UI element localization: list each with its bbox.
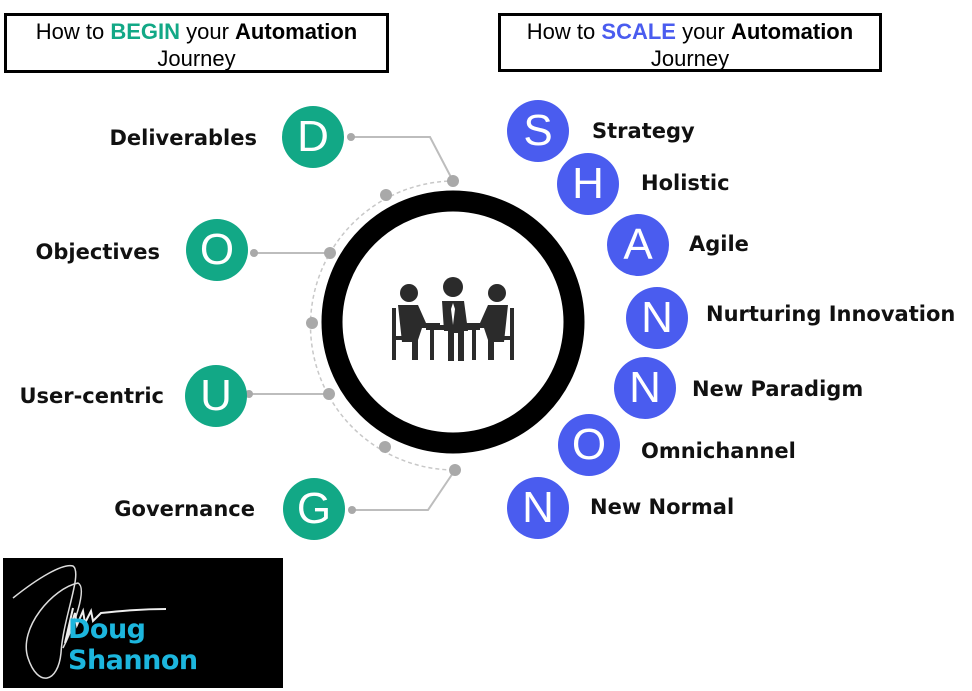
badge-o: O: [186, 219, 248, 281]
dot: [447, 175, 459, 187]
label-nurturing-innovation: Nurturing Innovation: [706, 302, 956, 326]
doug-shannon-logo: Doug Shannon: [3, 558, 283, 688]
label-strategy: Strategy: [592, 119, 695, 143]
badge-s: S: [507, 100, 569, 162]
label-new-paradigm: New Paradigm: [692, 377, 864, 401]
scale-highlight: SCALE: [601, 19, 676, 44]
badge-n2: N: [614, 357, 676, 419]
header-bold: Automation: [730, 19, 854, 44]
begin-highlight: BEGIN: [110, 19, 181, 44]
header-bold: Automation: [235, 19, 358, 44]
badge-h: H: [557, 153, 619, 215]
badge-u: U: [185, 365, 247, 427]
header-text: your: [675, 19, 731, 44]
badge-n1: N: [626, 287, 688, 349]
dot: [379, 441, 391, 453]
connector-d: [351, 136, 454, 182]
dot: [306, 317, 318, 329]
badge-n3: N: [507, 477, 569, 539]
label-omnichannel: Omnichannel: [641, 439, 796, 463]
header-text: Journey: [157, 46, 236, 71]
dot: [449, 464, 461, 476]
badge-d: D: [282, 106, 344, 168]
logo-name: Doug Shannon: [68, 614, 198, 676]
dot: [347, 133, 355, 141]
label-new-normal: New Normal: [590, 495, 735, 519]
header-text: How to: [526, 19, 602, 44]
label-governance: Governance: [114, 497, 255, 521]
badge-o2: O: [558, 414, 620, 476]
dot: [323, 388, 335, 400]
badge-g: G: [283, 478, 345, 540]
header-text: Journey: [650, 46, 730, 71]
dot: [250, 249, 258, 257]
header-text: How to: [35, 19, 111, 44]
signature-icon: [12, 564, 167, 679]
dot: [245, 390, 253, 398]
label-agile: Agile: [689, 232, 749, 256]
badge-a: A: [607, 214, 669, 276]
label-holistic: Holistic: [641, 171, 730, 195]
scale-header: How to SCALE your Automation Journey: [498, 13, 882, 72]
header-text: your: [180, 19, 236, 44]
connector-g: [352, 469, 456, 511]
meeting-people-icon: [392, 277, 514, 361]
label-objectives: Objectives: [35, 240, 160, 264]
dot: [324, 247, 336, 259]
begin-header: How to BEGIN your Automation Journey: [4, 13, 389, 73]
dot: [380, 189, 392, 201]
label-user-centric: User-centric: [19, 384, 164, 408]
label-deliverables: Deliverables: [109, 126, 257, 150]
tie: [451, 303, 455, 325]
dot: [348, 506, 356, 514]
